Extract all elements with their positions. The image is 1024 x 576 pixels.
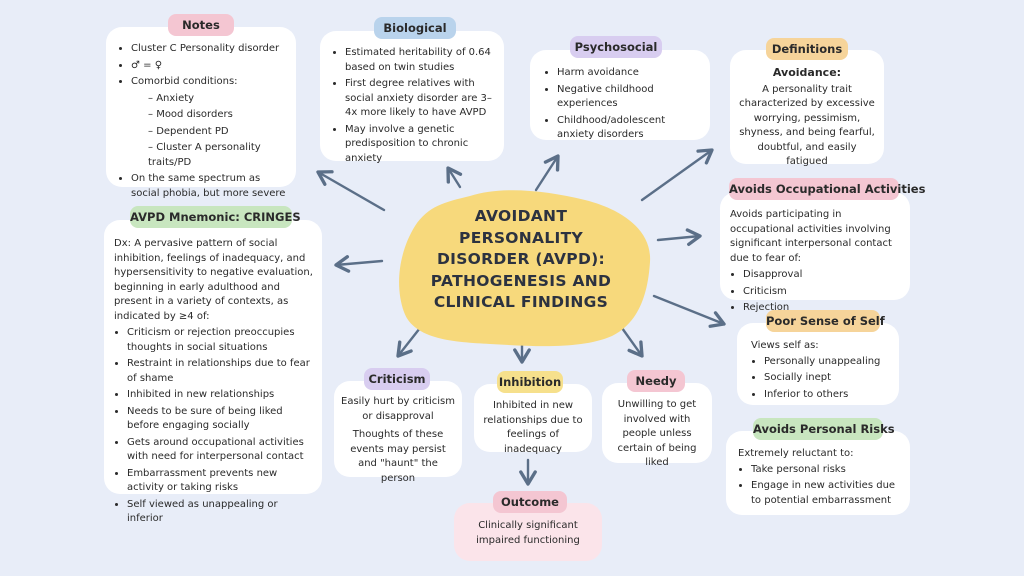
definitions-tag: Definitions	[766, 38, 848, 60]
biological-item: Estimated heritability of 0.64 based on …	[345, 46, 496, 75]
arrow-to-occupational	[656, 228, 702, 246]
arrow-to-mnemonic	[334, 255, 384, 273]
occupational-item: Criticism	[743, 285, 902, 300]
needy-tag: Needy	[627, 370, 685, 392]
needy-card: Unwilling to get involved with people un…	[602, 383, 712, 468]
outcome-text: Clinically significant impaired function…	[476, 520, 580, 546]
mnemonic-intro-prefix: Dx:	[114, 238, 131, 249]
arrow-to-biological	[446, 166, 463, 189]
main-title: AVOIDANT PERSONALITY DISORDER (AVPD): PA…	[430, 207, 612, 311]
mnemonic-item: Self viewed as unappealing or inferior	[127, 498, 314, 527]
criticism-tag: Criticism	[364, 368, 430, 390]
occupational-text: Avoids participating in occupational act…	[730, 209, 892, 264]
psychosocial-tag: Psychosocial	[570, 36, 662, 58]
psychosocial-item: Negative childhood experiences	[557, 83, 702, 112]
biological-item: First degree relatives with social anxie…	[345, 77, 496, 121]
biological-item: May involve a genetic predisposition to …	[345, 123, 496, 167]
outcome-card: Clinically significant impaired function…	[454, 503, 602, 561]
needy-text: Unwilling to get involved with people un…	[617, 399, 697, 468]
risks-card: Extremely reluctant to: Take personal ri…	[726, 431, 910, 515]
mnemonic-intro-text: A pervasive pattern of social inhibition…	[114, 238, 313, 322]
occupational-card: Avoids participating in occupational act…	[720, 192, 910, 313]
mnemonic-intro: Dx: A pervasive pattern of social inhibi…	[114, 237, 314, 324]
psychosocial-item: Harm avoidance	[557, 66, 702, 81]
notes-sub-item: Dependent PD	[148, 125, 286, 140]
criticism-text-2: Thoughts of these events may persist and…	[350, 429, 446, 484]
poor-sense-item: Personally unappealing	[764, 355, 891, 370]
mnemonic-item: Needs to be sure of being liked before e…	[127, 405, 314, 434]
arrow-to-psychosocial	[534, 154, 560, 192]
risks-text: Extremely reluctant to:	[738, 448, 854, 459]
poor-sense-card: Views self as: Personally unappealing So…	[737, 323, 899, 405]
notes-item: Cluster C Personality disorder	[131, 42, 286, 57]
occupational-item: Rejection	[743, 301, 902, 316]
mnemonic-item: Gets around occupational activities with…	[127, 436, 314, 465]
risks-item: Take personal risks	[751, 463, 902, 478]
definitions-text: A personality trait characterized by exc…	[739, 83, 875, 168]
notes-tag: Notes	[168, 14, 234, 36]
poor-sense-tag: Poor Sense of Self	[766, 310, 885, 332]
psychosocial-item: Childhood/adolescent anxiety disorders	[557, 114, 702, 143]
arrow-to-notes	[316, 170, 386, 212]
notes-item: On the same spectrum as social phobia, b…	[131, 172, 286, 201]
mnemonic-card: Dx: A pervasive pattern of social inhibi…	[104, 220, 322, 524]
criticism-card: Easily hurt by criticism or disapproval …	[334, 381, 462, 484]
poor-sense-text: Views self as:	[751, 340, 819, 351]
inhibition-text: Inhibited in new relationships due to fe…	[483, 400, 583, 455]
poor-sense-item: Socially inept	[764, 371, 891, 386]
notes-card: Cluster C Personality disorder ♂ = ♀ Com…	[106, 27, 296, 199]
mnemonic-item: Embarrassment prevents new activity or t…	[127, 467, 314, 496]
definitions-heading: Avoidance:	[772, 66, 842, 79]
mnemonic-item: Criticism or rejection preoccupies thoug…	[127, 326, 314, 355]
poor-sense-item: Inferior to others	[764, 388, 891, 403]
inhibition-tag: Inhibition	[497, 371, 563, 393]
inhibition-card: Inhibited in new relationships due to fe…	[474, 384, 592, 455]
outcome-tag: Outcome	[493, 491, 567, 513]
occupational-item: Disapproval	[743, 268, 902, 283]
psychosocial-card: Harm avoidance Negative childhood experi…	[530, 50, 710, 140]
risks-tag: Avoids Personal Risks	[753, 418, 895, 440]
mnemonic-item: Restraint in relationships due to fear o…	[127, 357, 314, 386]
mnemonic-tag: AVPD Mnemonic: CRINGES	[130, 206, 301, 228]
notes-item: Comorbid conditions:	[131, 75, 286, 90]
notes-sub-item: Anxiety	[148, 92, 286, 107]
criticism-text-1: Easily hurt by criticism or disapproval	[341, 396, 455, 422]
biological-tag: Biological	[374, 17, 456, 39]
arrow-to-poor-sense	[652, 294, 726, 328]
notes-item: ♂ = ♀	[131, 59, 286, 74]
notes-sub-item: Cluster A personality traits/PD	[148, 141, 286, 170]
occupational-tag: Avoids Occupational Activities	[729, 178, 925, 200]
risks-item: Engage in new activities due to potentia…	[751, 479, 902, 508]
arrow-to-definitions	[640, 148, 714, 202]
biological-card: Estimated heritability of 0.64 based on …	[320, 31, 504, 164]
definitions-card: Avoidance: A personality trait character…	[730, 50, 884, 167]
arrow-to-criticism	[396, 326, 422, 358]
arrow-to-needy	[620, 326, 644, 358]
notes-sub-item: Mood disorders	[148, 108, 286, 123]
mnemonic-item: Inhibited in new relationships	[127, 388, 314, 403]
